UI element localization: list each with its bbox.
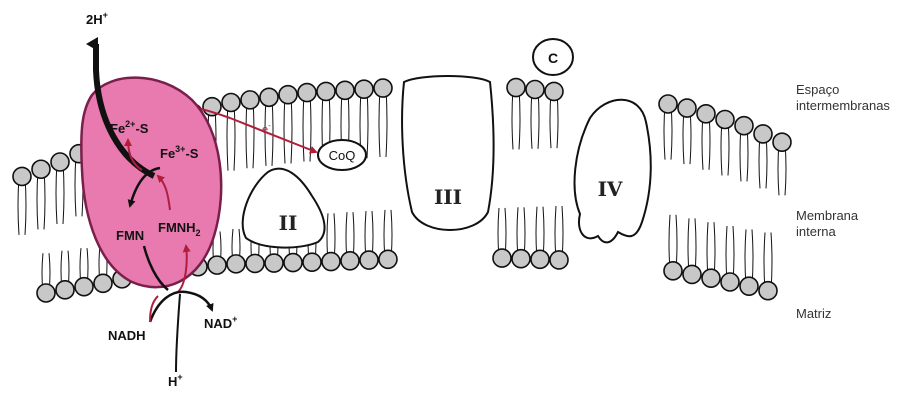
lipid-head (355, 80, 373, 98)
complex-3: III (402, 76, 493, 230)
lipid-head (56, 281, 74, 299)
coq-label: CoQ (329, 148, 356, 163)
lipid-tail (246, 100, 247, 168)
lipid-head (740, 277, 758, 295)
lipid-tail (284, 95, 285, 164)
lipid-head (550, 251, 568, 269)
lipid-head (773, 133, 791, 151)
lipid-head (721, 273, 739, 291)
lipid-tail (291, 95, 292, 164)
nadh-label: NADH (108, 328, 146, 343)
complex-4-label: IV (598, 177, 623, 201)
lipid-head (75, 278, 93, 296)
lipid-head (683, 265, 701, 283)
lipid-tail (253, 100, 254, 168)
lipid-head (759, 282, 777, 300)
lipid-head (545, 82, 563, 100)
lipid-head (341, 252, 359, 270)
complex-2-label: II (279, 211, 298, 235)
lipid-head (246, 254, 264, 272)
lipid-head (317, 82, 335, 100)
lipid-head (94, 274, 112, 292)
lipid-head (360, 251, 378, 269)
lipid-tail (310, 93, 311, 162)
nad-label: NAD+ (204, 314, 237, 331)
lipid-tail (367, 89, 368, 158)
lipid-head (735, 117, 753, 135)
lipid-head (37, 284, 55, 302)
lipid-tail (386, 88, 387, 157)
lipid-head (279, 86, 297, 104)
cytochrome-c: C (533, 39, 573, 75)
lipid-head (51, 153, 69, 171)
lipid-tail (234, 102, 235, 170)
lipid-head (208, 256, 226, 274)
lipid-head (32, 160, 50, 178)
lipid-tail (75, 154, 76, 217)
lipid-head (298, 84, 316, 102)
lipid-head (336, 81, 354, 99)
membrane-line-1: Membrana (796, 208, 858, 224)
lipid-head (374, 79, 392, 97)
lipid-head (265, 254, 283, 272)
lipid-head (507, 79, 525, 97)
lipid-head (284, 254, 302, 272)
lipid-head (531, 250, 549, 268)
lipid-tail (272, 97, 273, 166)
coenzyme-q: CoQ (318, 140, 366, 170)
lipid-head (222, 93, 240, 111)
matrix-label: Matriz (796, 306, 831, 322)
lipid-tail (379, 88, 380, 157)
lipid-head (678, 99, 696, 117)
lipid-tail (63, 162, 64, 224)
intermembrane-space-label: Espaço intermembranas (796, 82, 890, 114)
inner-membrane-label: Membrana interna (796, 208, 858, 240)
complex-3-label: III (434, 185, 462, 209)
lipid-head (697, 105, 715, 123)
lipid-head (13, 167, 31, 185)
lipid-tail (519, 88, 520, 150)
lipid-head (260, 88, 278, 106)
lipid-head (512, 250, 530, 268)
complex-4: IV (575, 100, 651, 243)
intermembrane-line-2: intermembranas (796, 98, 890, 114)
complex-2: II (243, 169, 325, 248)
proton-in-label: H+ (168, 372, 183, 389)
lipid-head (702, 269, 720, 287)
proton-out-label: 2H+ (86, 10, 108, 27)
lipid-head (659, 95, 677, 113)
membrane-line-2: interna (796, 224, 858, 240)
lipid-tail (512, 88, 513, 150)
lipid-head (493, 249, 511, 267)
lipid-head (716, 111, 734, 129)
lipid-tail (303, 93, 304, 162)
intermembrane-line-1: Espaço (796, 82, 890, 98)
lipid-head (754, 125, 772, 143)
proton-uptake-line (176, 294, 180, 372)
lipid-tail (56, 162, 57, 224)
nadh-to-nad-arrow (150, 292, 212, 322)
lipid-head (379, 250, 397, 268)
lipid-head (526, 81, 544, 99)
lipid-head (227, 255, 245, 273)
lipid-head (322, 253, 340, 271)
lipid-head (241, 91, 259, 109)
lipid-head (664, 262, 682, 280)
fmn-label: FMN (116, 228, 144, 243)
cytochrome-c-label: C (548, 50, 558, 66)
lipid-tail (227, 102, 228, 170)
lipid-head (303, 253, 321, 271)
